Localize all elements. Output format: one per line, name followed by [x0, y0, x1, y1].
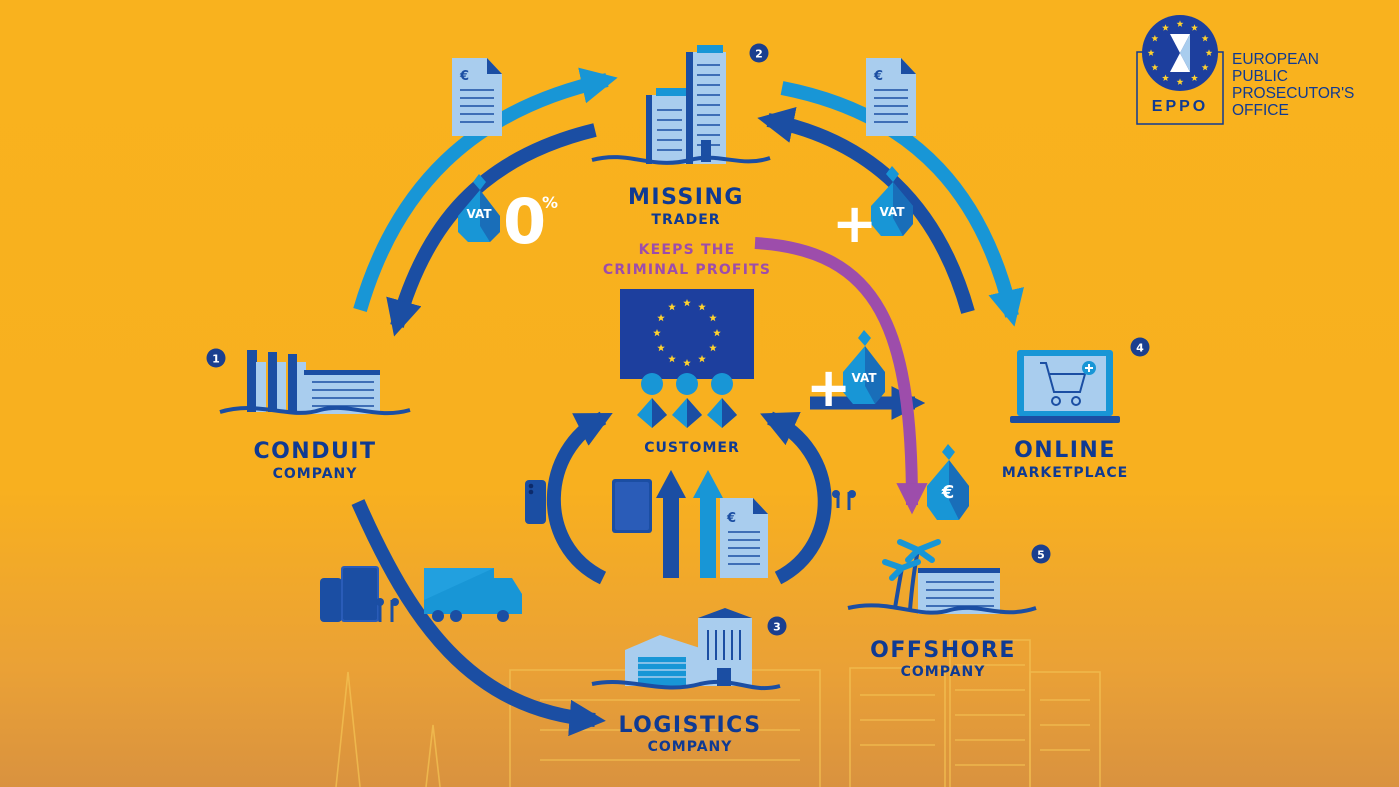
svg-text:3: 3 [773, 621, 781, 634]
arrow-customer-left [546, 411, 613, 585]
svg-text:2: 2 [755, 48, 763, 61]
star-icon [683, 299, 691, 307]
star-icon [1162, 24, 1169, 31]
step-badge-5: 5 [1031, 544, 1051, 564]
svg-text:VAT: VAT [851, 371, 877, 385]
devices-bundle-icon [320, 566, 399, 622]
eppo-name-line: EUROPEAN [1232, 51, 1319, 68]
star-icon [698, 354, 706, 363]
arrow-conduit-to-missing-trader [353, 67, 618, 312]
eu-flag [620, 289, 754, 379]
online-marketplace-laptop-icon [1010, 350, 1120, 423]
star-icon [713, 329, 721, 337]
online-marketplace-subtitle: MARKETPLACE [1001, 465, 1129, 481]
invoice-document-icon: € [720, 498, 768, 578]
logistics-warehouse-icon [591, 608, 781, 691]
vat-money-bag-icon: VAT [458, 174, 500, 242]
percent-sign: % [542, 193, 558, 212]
star-icon [1205, 49, 1213, 56]
purchase-up-arrows-icon [656, 470, 723, 578]
earbuds-icon [832, 490, 856, 510]
customer-people-icon [637, 373, 737, 428]
vat-money-bag-icon: VAT [843, 330, 885, 404]
star-icon [668, 303, 676, 311]
keeps-profits-line1: KEEPS THE [638, 242, 736, 258]
plus-sign: + [806, 356, 851, 419]
step-badge-2: 2 [749, 43, 769, 63]
step-badge-4: 4 [1130, 337, 1150, 357]
svg-text:1: 1 [212, 353, 220, 366]
logistics-company-subtitle: COMPANY [647, 739, 733, 755]
eppo-name-line: PUBLIC [1232, 68, 1288, 85]
missing-trader-title: MISSING [628, 185, 744, 210]
missing-trader-subtitle: TRADER [651, 212, 721, 228]
svg-text:VAT: VAT [466, 207, 492, 221]
invoice-document-icon: € [866, 58, 916, 136]
eppo-full-name: EUROPEAN PUBLIC PROSECUTOR'S OFFICE [1232, 51, 1354, 119]
star-icon [1191, 24, 1198, 31]
plus-sign: + [832, 192, 877, 255]
star-icon [1151, 34, 1159, 42]
star-icon [1191, 74, 1198, 82]
star-icon [698, 303, 706, 311]
star-icon [668, 354, 676, 363]
arrow-missing-trader-to-conduit [386, 123, 597, 337]
online-marketplace-title: ONLINE [1014, 438, 1116, 463]
arrow-missing-trader-to-marketplace [780, 81, 1024, 327]
star-icon [1162, 74, 1169, 82]
svg-text:€: € [459, 69, 469, 84]
star-icon [683, 359, 691, 367]
conduit-company-factory-icon [219, 350, 411, 416]
step-badge-3: 3 [767, 616, 787, 636]
star-icon [1147, 49, 1155, 56]
vat-money-bag-icon: VAT [871, 166, 913, 236]
step-badge-1: 1 [206, 348, 226, 368]
eppo-acronym: EPPO [1151, 98, 1209, 115]
eppo-name-line: PROSECUTOR'S [1232, 85, 1355, 102]
euro-money-bag-icon: € [927, 444, 969, 520]
svg-text:€: € [873, 69, 883, 84]
star-icon [709, 344, 717, 352]
star-icon [657, 314, 665, 322]
keeps-profits-line2: CRIMINAL PROFITS [602, 262, 772, 278]
star-icon [1176, 20, 1184, 27]
logistics-company-title: LOGISTICS [618, 713, 762, 738]
star-icon [657, 344, 665, 352]
star-icon [1201, 63, 1209, 71]
invoice-document-icon: € [452, 58, 502, 136]
svg-text:5: 5 [1037, 549, 1045, 562]
offshore-company-subtitle: COMPANY [900, 664, 986, 680]
eppo-logo [1136, 15, 1224, 125]
customer-label: CUSTOMER [644, 440, 740, 456]
star-icon [653, 329, 661, 337]
svg-text:VAT: VAT [879, 205, 905, 219]
arrow-customer-right [760, 411, 832, 585]
zero-percent-rate: 0 [503, 185, 546, 258]
star-icon [1201, 34, 1209, 42]
conduit-company-subtitle: COMPANY [272, 466, 358, 482]
svg-text:€: € [726, 511, 736, 526]
skyline-background [335, 639, 1101, 787]
conduit-company-title: CONDUIT [253, 439, 377, 464]
star-icon [1151, 63, 1159, 71]
phone-device-icon [525, 480, 546, 524]
svg-text:4: 4 [1136, 342, 1144, 355]
tablet-device-icon [612, 479, 652, 533]
star-icon [1176, 78, 1184, 85]
offshore-company-title: OFFSHORE [870, 638, 1016, 663]
missing-trader-buildings-icon [591, 45, 771, 165]
star-icon [709, 314, 717, 322]
eppo-name-line: OFFICE [1232, 102, 1289, 119]
delivery-truck-icon [424, 568, 522, 622]
svg-text:€: € [941, 482, 955, 503]
arrow-profits-to-offshore [754, 237, 928, 515]
offshore-company-palm-icon [847, 539, 1037, 615]
arrow-marketplace-to-missing-trader [757, 107, 975, 314]
arrow-conduit-to-logistics [351, 499, 606, 737]
